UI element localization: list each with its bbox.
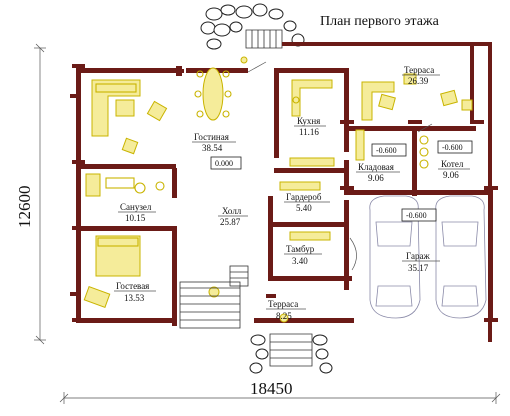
plan-title: План первого этажа xyxy=(320,14,440,29)
svg-text:Гараж: Гараж xyxy=(406,251,430,261)
stone-path-bottom xyxy=(249,333,333,374)
svg-text:25.87: 25.87 xyxy=(220,217,241,227)
svg-text:9.06: 9.06 xyxy=(443,170,459,180)
level-marker-hall-label: 0.000 xyxy=(215,159,233,168)
level-marker-boiler-label: -0.600 xyxy=(442,143,463,152)
width-dimension-label: 18450 xyxy=(250,379,293,398)
room-label-guest: Гостевая 13.53 xyxy=(114,281,156,303)
level-marker-hall: 0.000 xyxy=(210,156,242,170)
svg-text:35.17: 35.17 xyxy=(408,263,429,273)
svg-text:26.39: 26.39 xyxy=(408,76,429,86)
svg-text:Гостиная: Гостиная xyxy=(194,132,229,142)
svg-text:13.53: 13.53 xyxy=(124,293,145,303)
room-label-terrace-top: Терраса 26.39 xyxy=(402,65,440,86)
svg-text:Терраса: Терраса xyxy=(268,299,298,309)
room-label-living: Гостиная 38.54 xyxy=(192,132,236,153)
room-label-vestibule: Тамбур 3.40 xyxy=(284,244,322,266)
svg-text:Гардероб: Гардероб xyxy=(286,192,322,202)
furniture xyxy=(83,56,473,323)
level-marker-storage: -0.600 xyxy=(371,143,407,157)
room-label-terrace-bottom: Терраса 8.25 xyxy=(266,299,306,321)
room-label-garage: Гараж 35.17 xyxy=(402,251,440,273)
walls xyxy=(70,64,498,326)
stone-path-top xyxy=(200,3,305,50)
svg-text:Кладовая: Кладовая xyxy=(358,162,394,172)
room-label-storage: Кладовая 9.06 xyxy=(356,162,400,183)
svg-text:38.54: 38.54 xyxy=(202,143,223,153)
room-label-wardrobe: Гардероб 5.40 xyxy=(284,192,330,213)
level-marker-storage-label: -0.600 xyxy=(376,146,397,155)
svg-text:3.40: 3.40 xyxy=(292,256,308,266)
svg-text:8.25: 8.25 xyxy=(276,311,292,321)
svg-text:9.06: 9.06 xyxy=(368,173,384,183)
level-marker-garage-label: -0.600 xyxy=(406,211,427,220)
svg-text:10.15: 10.15 xyxy=(125,213,146,223)
door-swings xyxy=(247,61,433,271)
svg-text:5.40: 5.40 xyxy=(296,203,312,213)
svg-text:Гостевая: Гостевая xyxy=(116,281,149,291)
svg-text:11.16: 11.16 xyxy=(299,127,319,137)
room-label-hall: Холл 25.87 xyxy=(218,206,248,227)
level-marker-boiler: -0.600 xyxy=(437,140,473,154)
level-marker-garage: -0.600 xyxy=(401,208,437,222)
svg-text:Санузел: Санузел xyxy=(120,202,152,212)
svg-text:Котел: Котел xyxy=(441,159,464,169)
svg-text:Терраса: Терраса xyxy=(404,65,434,75)
garage-cars xyxy=(369,195,487,319)
svg-text:Холл: Холл xyxy=(222,206,242,216)
room-label-kitchen: Кухня 11.16 xyxy=(294,116,326,137)
dimension-lines xyxy=(34,43,501,404)
room-label-boiler: Котел 9.06 xyxy=(438,159,470,180)
svg-text:Кухня: Кухня xyxy=(297,116,320,126)
depth-dimension-label: 12600 xyxy=(15,186,34,229)
svg-text:Тамбур: Тамбур xyxy=(286,244,315,254)
hall-staircase xyxy=(179,265,249,329)
room-label-bathroom: Санузел 10.15 xyxy=(118,202,156,223)
